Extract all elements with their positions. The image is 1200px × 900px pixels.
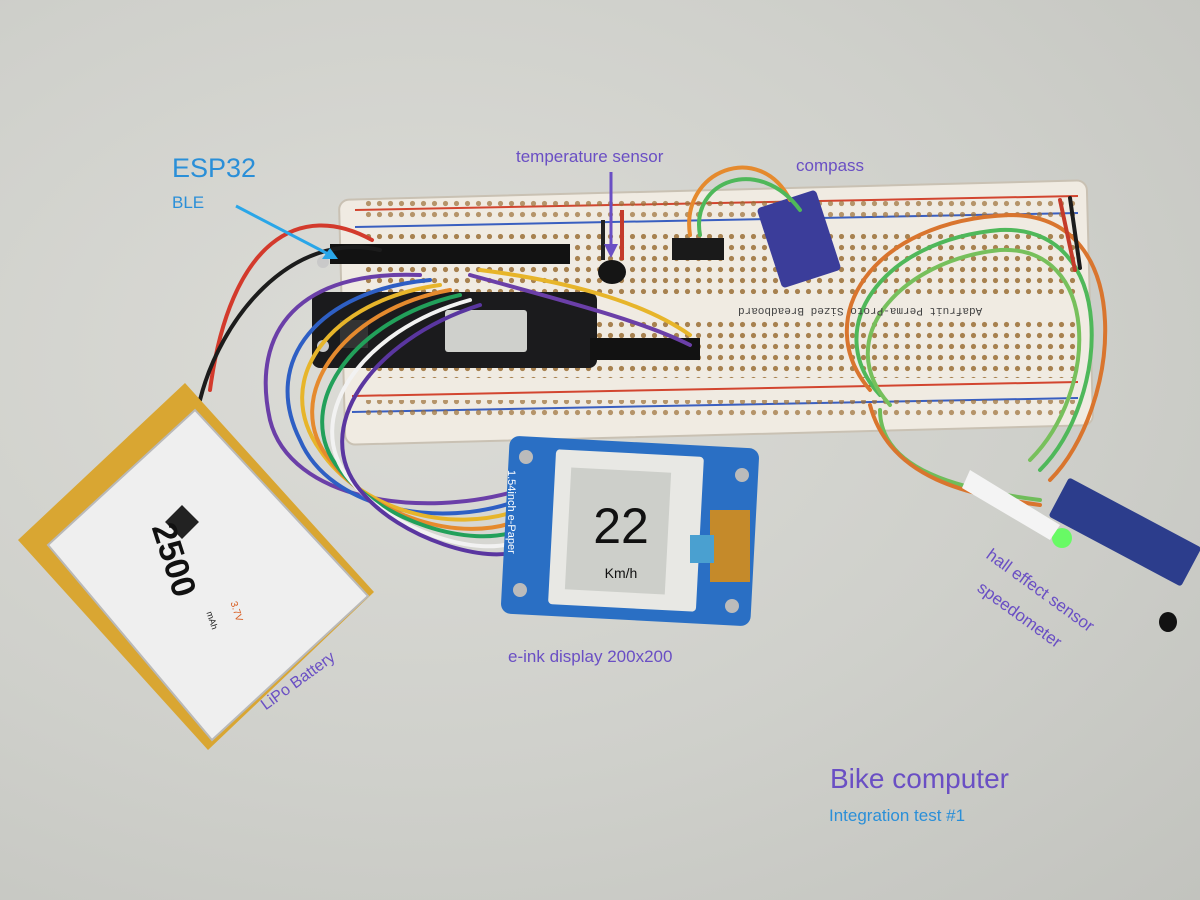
eink-module [501,436,759,626]
label-ble: BLE [172,193,205,212]
annotation-arrows [235,172,618,259]
screen-speed-unit: Km/h [604,565,638,581]
ribbon-wires [198,165,1108,557]
hall-sensor-module [962,470,1200,632]
screen-speed-value: 22 [593,498,649,554]
subtitle: Integration test #1 [829,806,966,825]
label-temperature-sensor: temperature sensor [516,147,664,166]
temperature-sensor [598,210,626,284]
title: Bike computer [830,763,1009,794]
compass-module [672,190,841,288]
label-esp32: ESP32 [172,153,257,183]
lipo-battery [18,383,374,750]
label-compass: compass [796,156,865,175]
label-eink-display: e-ink display 200x200 [508,647,673,666]
breadboard-silkscreen: Adafruit Perma-Proto Sized Breadboard [738,304,983,316]
display-module-label: 1.54inch e-Paper [505,470,517,554]
